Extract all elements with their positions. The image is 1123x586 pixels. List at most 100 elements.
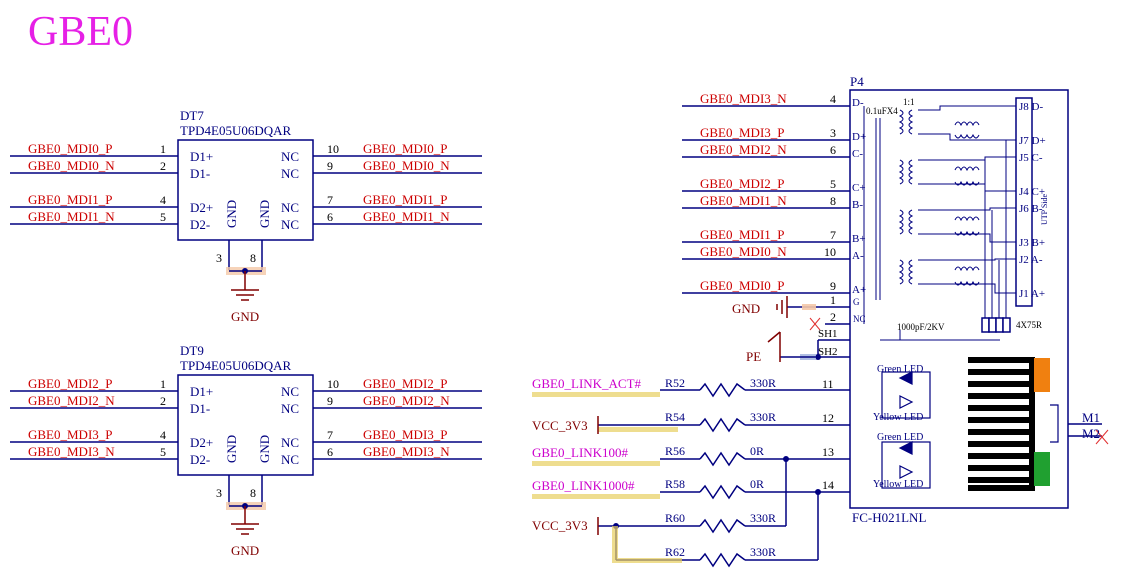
p4-pin-6: 7 (830, 228, 836, 242)
dt9-part: TPD4E05U06DQAR (180, 358, 292, 373)
dt9-ground-symbol (231, 506, 259, 535)
p4-pinname-2: D+ (852, 131, 866, 143)
led-label-4: Yellow LED (873, 479, 923, 490)
p4-pin-7: 10 (824, 245, 836, 259)
dt7-gnd-name-2: GND (257, 200, 272, 228)
res-val-6: 330R (750, 545, 776, 559)
led-pin-4: 14 (822, 478, 834, 492)
pe-symbol (767, 331, 781, 362)
dt7-component: DT7 TPD4E05U06DQAR GBE0_MDI0_P GBE0_MDI0… (10, 108, 482, 324)
dt9-pinname-r2: NC (281, 401, 299, 416)
p4-net-2: GBE0_MDI3_P (700, 125, 785, 140)
p4-net-4: GBE0_MDI2_P (700, 176, 785, 191)
p4-part: FC-H021LNL (852, 510, 926, 525)
dt7-pin-l1: 1 (160, 142, 166, 156)
p4-pin-g: 1 (830, 293, 836, 307)
dt7-pinname-l2: D1- (190, 166, 210, 181)
dt7-net-l2: GBE0_MDI0_N (28, 158, 115, 173)
dt9-gnd-name-2: GND (257, 435, 272, 463)
res-ref-1: R52 (665, 376, 685, 390)
dt7-pin-r3: 7 (327, 193, 333, 207)
led-pin-3: 13 (822, 445, 834, 459)
dt9-pin-g2: 8 (250, 486, 256, 500)
dt9-net-r3: GBE0_MDI3_P (363, 427, 448, 442)
dt9-pin-l1: 1 (160, 377, 166, 391)
dt7-pin-r4: 6 (327, 210, 333, 224)
jack-pin-2: J7 D+ (1019, 135, 1046, 147)
res-ref-4: R58 (665, 477, 685, 491)
dt9-net-l2: GBE0_MDI2_N (28, 393, 115, 408)
p4-pin-nc: 2 (830, 310, 836, 324)
p4-pinname-6: B+ (852, 233, 866, 245)
dt7-gnd-name-1: GND (224, 200, 239, 228)
led-label-3: Green LED (877, 432, 923, 443)
res-ref-3: R56 (665, 444, 685, 458)
utp-side-label: UTP Side (1040, 194, 1049, 225)
res-val-5: 330R (750, 511, 776, 525)
dt7-pin-l2: 2 (160, 159, 166, 173)
dt9-pin-l4: 5 (160, 445, 166, 459)
dt7-pin-r2: 9 (327, 159, 333, 173)
p4-pin-2: 3 (830, 126, 836, 140)
dt7-pinname-l3: D2+ (190, 200, 213, 215)
dt9-ref: DT9 (180, 343, 204, 358)
dt7-net-r2: GBE0_MDI0_N (363, 158, 450, 173)
led-net-3: GBE0_LINK100# (532, 445, 629, 460)
dt7-pin-l3: 4 (160, 193, 166, 207)
vcc2-label: VCC_3V3 (532, 518, 588, 533)
p4-sh2: SH2 (818, 346, 838, 358)
p4-body (849, 89, 1069, 509)
res-ref-2: R54 (665, 410, 685, 424)
res-val-4: 0R (750, 477, 764, 491)
jack-pin-8: J1 A+ (1019, 288, 1045, 300)
led-pin-2: 12 (822, 411, 834, 425)
p4-gnd-label: GND (732, 301, 760, 316)
m1-label: M1 (1082, 410, 1100, 425)
dt7-pin-l4: 5 (160, 210, 166, 224)
hv-cap-label: 1000pF/2KV (897, 322, 945, 332)
jack-pin-4: J4 C+ (1019, 186, 1045, 198)
dt7-ground-symbol (231, 271, 259, 301)
p4-pinname-7: A- (852, 250, 864, 262)
sheet-title: GBE0 (28, 9, 133, 55)
dt7-pinname-r3: NC (281, 200, 299, 215)
rj45-jack-icon (968, 357, 1059, 491)
jack-pin-3: J5 C- (1019, 152, 1043, 164)
dt7-pinname-r2: NC (281, 166, 299, 181)
dt9-gnd-label: GND (231, 543, 259, 558)
res-array-label: 4X75R (1016, 320, 1042, 330)
p4-sh1: SH1 (818, 328, 838, 340)
dt7-pin-g2: 8 (250, 251, 256, 265)
dt9-net-l3: GBE0_MDI3_P (28, 427, 113, 442)
led-label-1: Green LED (877, 364, 923, 375)
led-net-4: GBE0_LINK1000# (532, 478, 635, 493)
p4-pinname-nc: NC (853, 314, 866, 324)
dt9-net-r1: GBE0_MDI2_P (363, 376, 448, 391)
p4-pinname-5: B- (852, 199, 863, 211)
p4-pinname-3: C- (852, 148, 863, 160)
dt7-pinname-r1: NC (281, 149, 299, 164)
dt7-net-r3: GBE0_MDI1_P (363, 192, 448, 207)
dt9-pinname-r4: NC (281, 452, 299, 467)
dt7-part: TPD4E05U06DQAR (180, 123, 292, 138)
p4-component: P4 FC-H021LNL GBE0_MDI3_N GBE0_MDI3_P GB… (532, 74, 1109, 568)
led-net-2: VCC_3V3 (532, 418, 588, 433)
dt9-pinname-r3: NC (281, 435, 299, 450)
led-label-2: Yellow LED (873, 412, 923, 423)
dt9-net-r4: GBE0_MDI3_N (363, 444, 450, 459)
dt9-net-l4: GBE0_MDI3_N (28, 444, 115, 459)
p4-ref: P4 (850, 74, 864, 89)
dt9-pin-l3: 4 (160, 428, 166, 442)
p4-net-1: GBE0_MDI3_N (700, 91, 787, 106)
led-net-1: GBE0_LINK_ACT# (532, 376, 642, 391)
dt9-body (177, 374, 314, 476)
resistor-array (981, 317, 1011, 333)
p4-pin-5: 8 (830, 194, 836, 208)
dt9-pin-l2: 2 (160, 394, 166, 408)
dt7-net-l4: GBE0_MDI1_N (28, 209, 115, 224)
res-val-3: 0R (750, 444, 764, 458)
dt9-pin-g1: 3 (216, 486, 222, 500)
p4-ground-symbol (776, 296, 788, 318)
dt9-pin-r3: 7 (327, 428, 333, 442)
